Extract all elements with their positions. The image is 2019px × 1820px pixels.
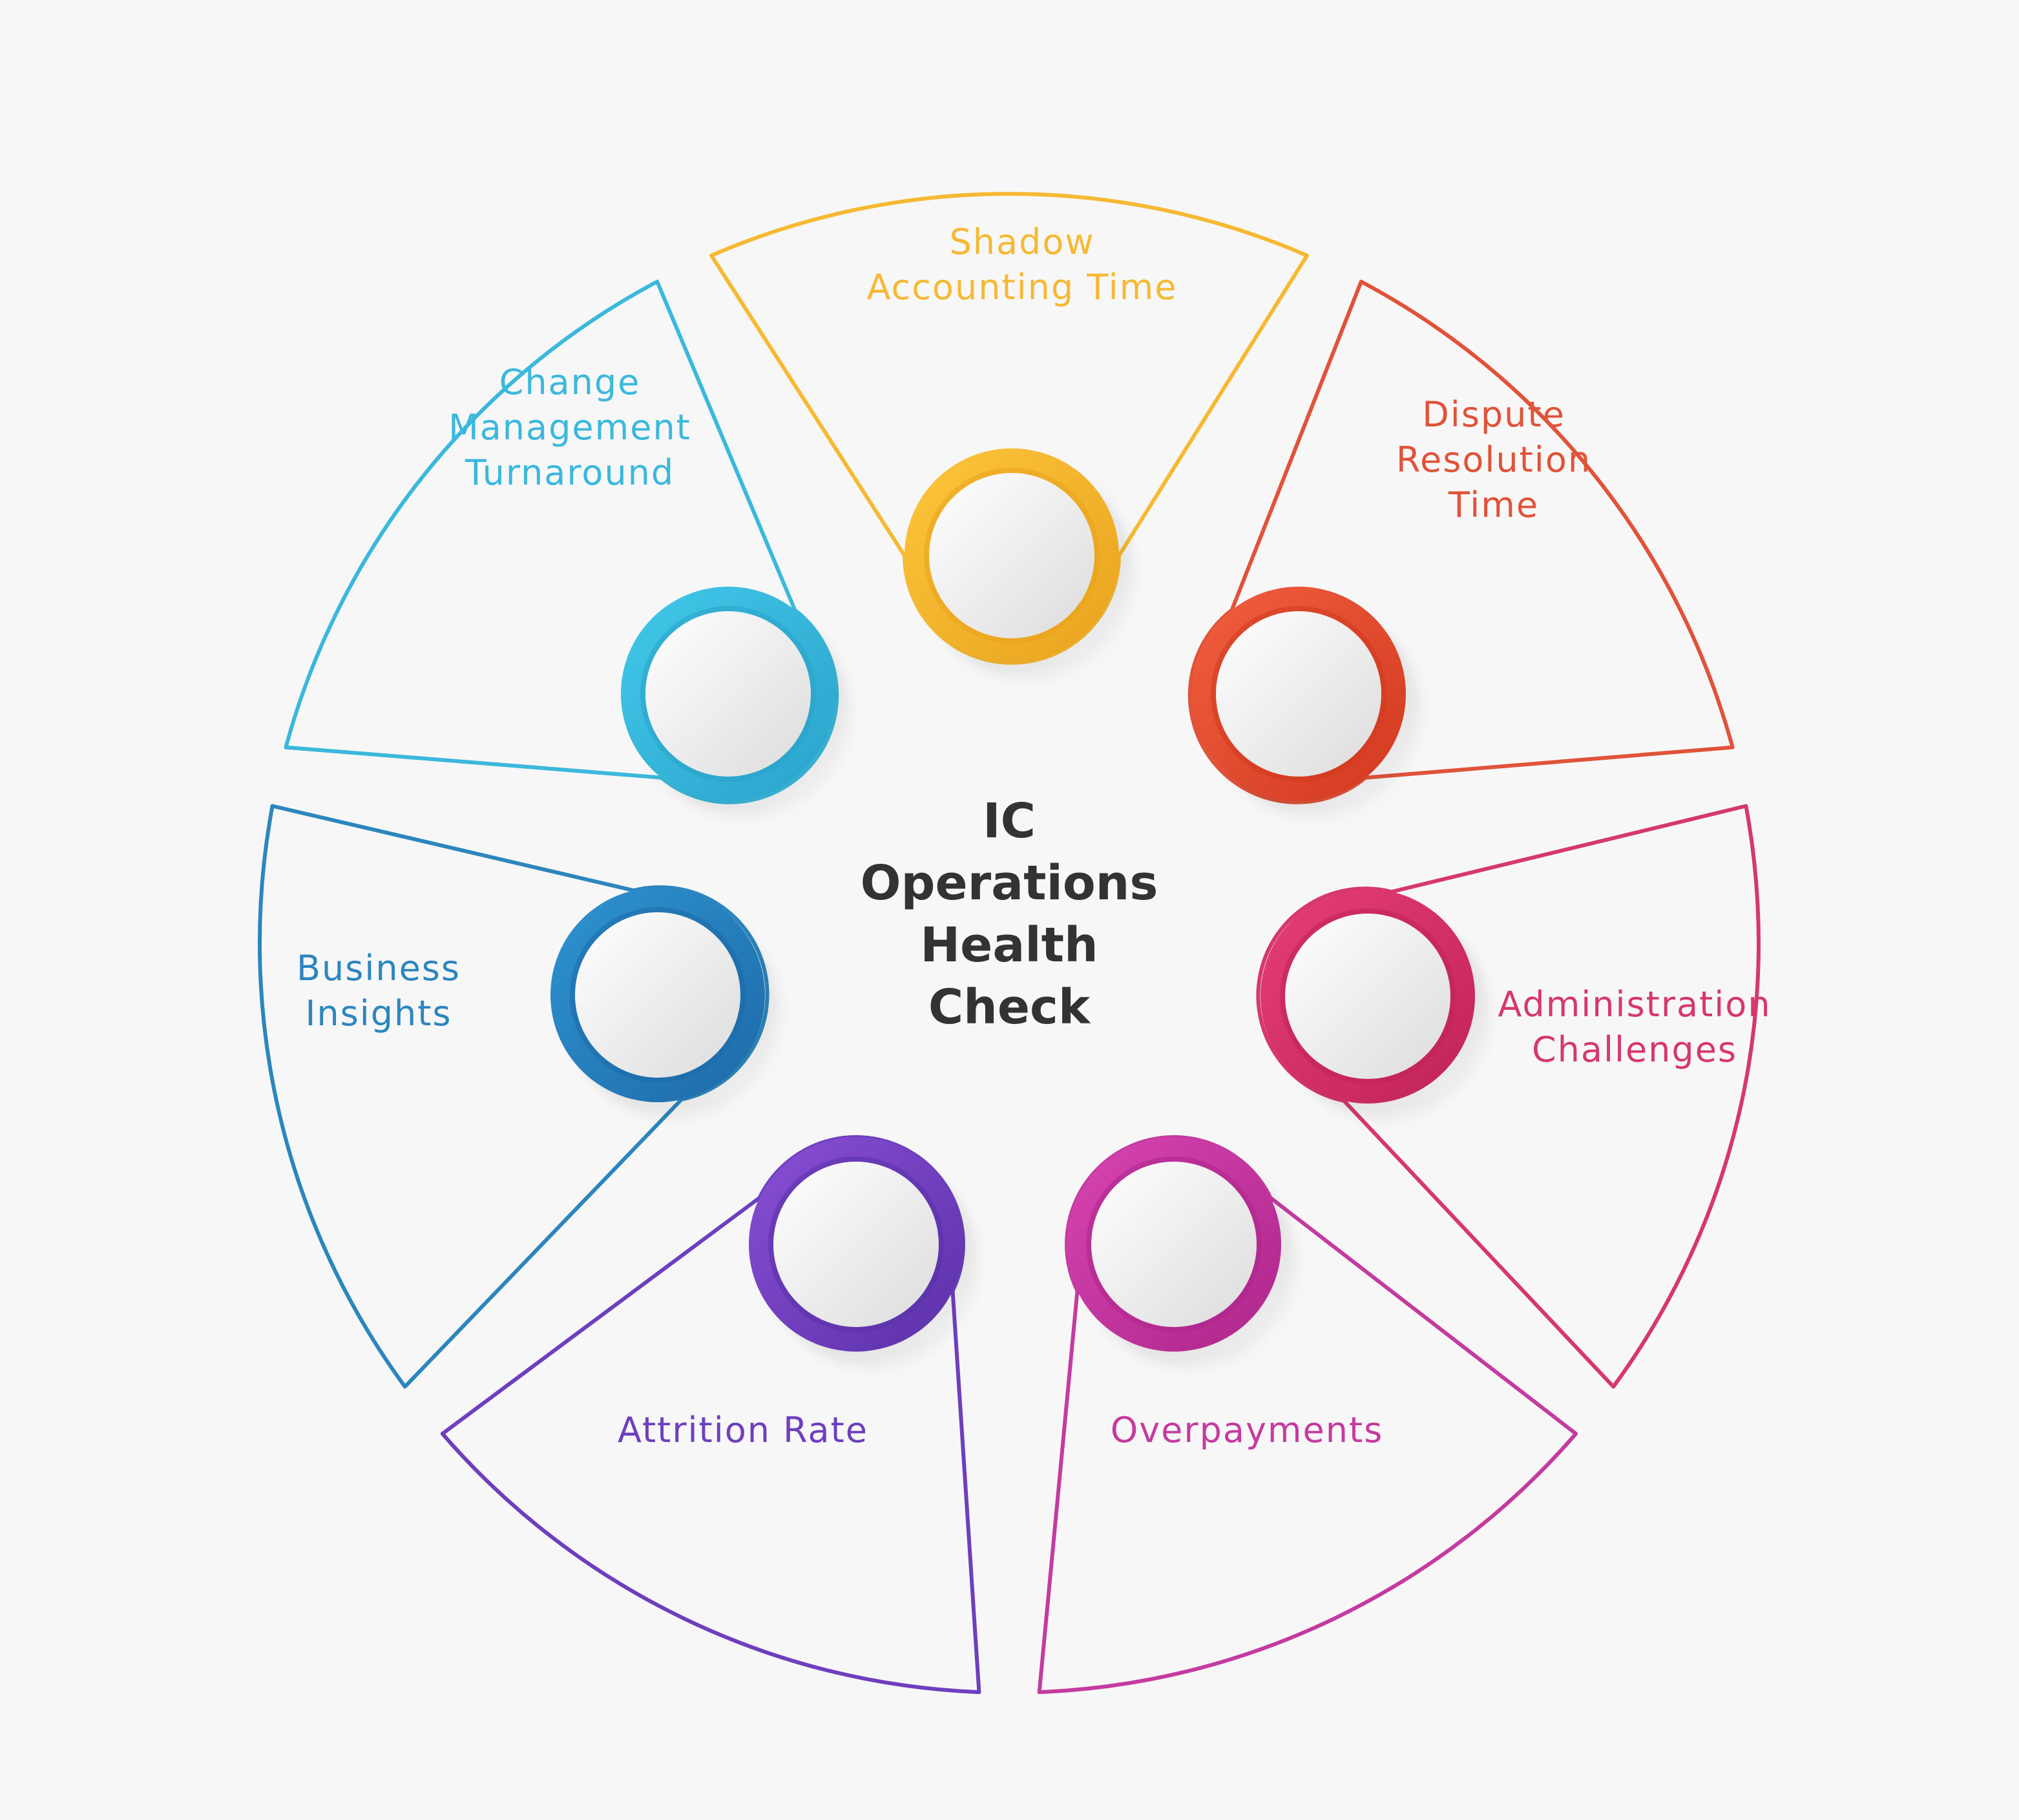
segment-label-administration-challenges-line-1: Administration — [1498, 984, 1771, 1025]
knob-face — [1091, 1162, 1257, 1327]
knob-shadow-accounting-time — [905, 448, 1133, 678]
segment-label-attrition-rate-line-1: Attrition Rate — [618, 1410, 868, 1450]
segment-label-shadow-accounting-time-line-1: Shadow — [949, 222, 1094, 262]
center-title-line-2: Operations — [861, 855, 1158, 911]
segment-knobs — [550, 448, 1489, 1367]
segment-label-business-insights-line-2: Insights — [305, 993, 452, 1034]
knob-face — [645, 611, 811, 777]
knob-face — [929, 473, 1094, 638]
segment-label-change-management-turnaround-line-1: Change — [499, 362, 641, 403]
segment-label-dispute-resolution-time-line-1: Dispute — [1422, 394, 1565, 435]
knob-face — [773, 1162, 939, 1327]
knob-administration-challenges — [1261, 889, 1489, 1119]
segment-label-change-management-turnaround-line-2: Management — [448, 407, 691, 448]
segment-label-business-insights-line-1: Business — [297, 948, 461, 988]
segment-label-dispute-resolution-time-line-2: Resolution — [1396, 439, 1591, 480]
knob-face — [1285, 914, 1450, 1079]
center-title-line-1: IC — [983, 793, 1036, 849]
knob-attrition-rate — [749, 1137, 978, 1367]
center-title-line-3: Health — [920, 917, 1098, 973]
segment-label-change-management-turnaround-line-3: Turnaround — [465, 452, 675, 493]
center-title: IC Operations Health Check — [861, 793, 1158, 1035]
knob-face — [575, 912, 740, 1078]
knob-face — [1216, 611, 1381, 777]
segment-label-overpayments-line-1: Overpayments — [1111, 1410, 1384, 1450]
knob-overpayments — [1067, 1137, 1295, 1367]
center-title-line-4: Check — [928, 979, 1091, 1035]
knob-business-insights — [550, 888, 779, 1118]
knob-dispute-resolution-time — [1191, 587, 1420, 817]
knob-change-management-turnaround — [621, 587, 850, 817]
segment-label-shadow-accounting-time-line-2: Accounting Time — [867, 267, 1178, 308]
segment-label-administration-challenges-line-2: Challenges — [1532, 1029, 1737, 1070]
segment-outline-administration-challenges — [1256, 804, 1761, 1389]
segment-label-dispute-resolution-time-line-3: Time — [1448, 485, 1539, 525]
